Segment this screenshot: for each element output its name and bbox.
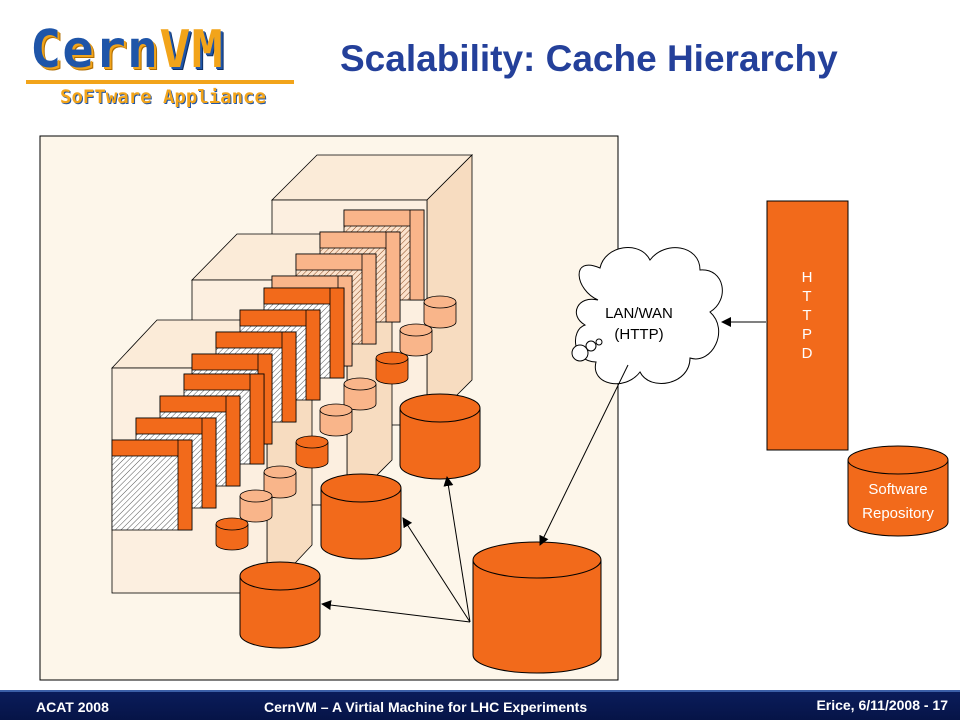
- regional-cache: [472, 541, 602, 674]
- slide-title: Scalability: Cache Hierarchy: [340, 38, 838, 79]
- arrow-cloud-to-regional-cache: [539, 364, 629, 546]
- site-cache-middle: [320, 473, 402, 560]
- worker-disk: [215, 517, 249, 551]
- repository-label-line1: Software: [868, 481, 927, 498]
- repository-label-line2: Repository: [862, 505, 934, 522]
- logo-wordmark-cern: Cern: [30, 20, 160, 80]
- httpd-letter: T: [802, 307, 811, 324]
- site-cache-front: [239, 561, 321, 649]
- httpd-letter: T: [802, 288, 811, 305]
- site-cache-back: [399, 393, 481, 480]
- httpd-letter: P: [802, 326, 812, 343]
- software-repository: [847, 445, 949, 537]
- worker-machines: [111, 209, 425, 531]
- lan-wan-cloud: [571, 247, 723, 385]
- worker-disk: [343, 377, 377, 411]
- footer-divider: [0, 690, 960, 692]
- httpd-letter: H: [802, 269, 813, 286]
- worker-disks: [215, 295, 457, 551]
- logo-underline: [26, 80, 294, 84]
- worker-disk: [375, 351, 409, 385]
- worker-disk: [295, 435, 329, 469]
- cloud-label-line1: LAN/WAN: [605, 305, 673, 322]
- logo-subtitle: SoFTware Appliance: [60, 86, 266, 108]
- logo-wordmark: CernVM: [30, 20, 224, 80]
- worker-machine: [111, 439, 193, 531]
- arrow-to-back-cache: [443, 476, 471, 623]
- httpd-server: [766, 200, 849, 451]
- footer-place-date-page: Erice, 6/11/2008 - 17: [816, 697, 948, 713]
- logo-wordmark-vm: VM: [159, 20, 224, 80]
- cernvm-logo: CernVM SoFTware Appliance: [26, 20, 306, 115]
- arrow-to-middle-cache: [402, 517, 471, 623]
- worker-disk: [399, 323, 433, 357]
- worker-disk: [319, 403, 353, 437]
- footer-bar: ACAT 2008 CernVM – A Virtial Machine for…: [0, 690, 960, 720]
- httpd-letter: D: [802, 345, 813, 362]
- worker-disk: [423, 295, 457, 329]
- footer-talk-title: CernVM – A Virtial Machine for LHC Exper…: [264, 699, 588, 715]
- footer-conference: ACAT 2008: [36, 699, 109, 715]
- worker-disk: [263, 465, 297, 499]
- arrow-to-front-cache: [321, 600, 471, 623]
- worker-disk: [239, 489, 273, 523]
- cloud-label-line2: (HTTP): [614, 326, 663, 343]
